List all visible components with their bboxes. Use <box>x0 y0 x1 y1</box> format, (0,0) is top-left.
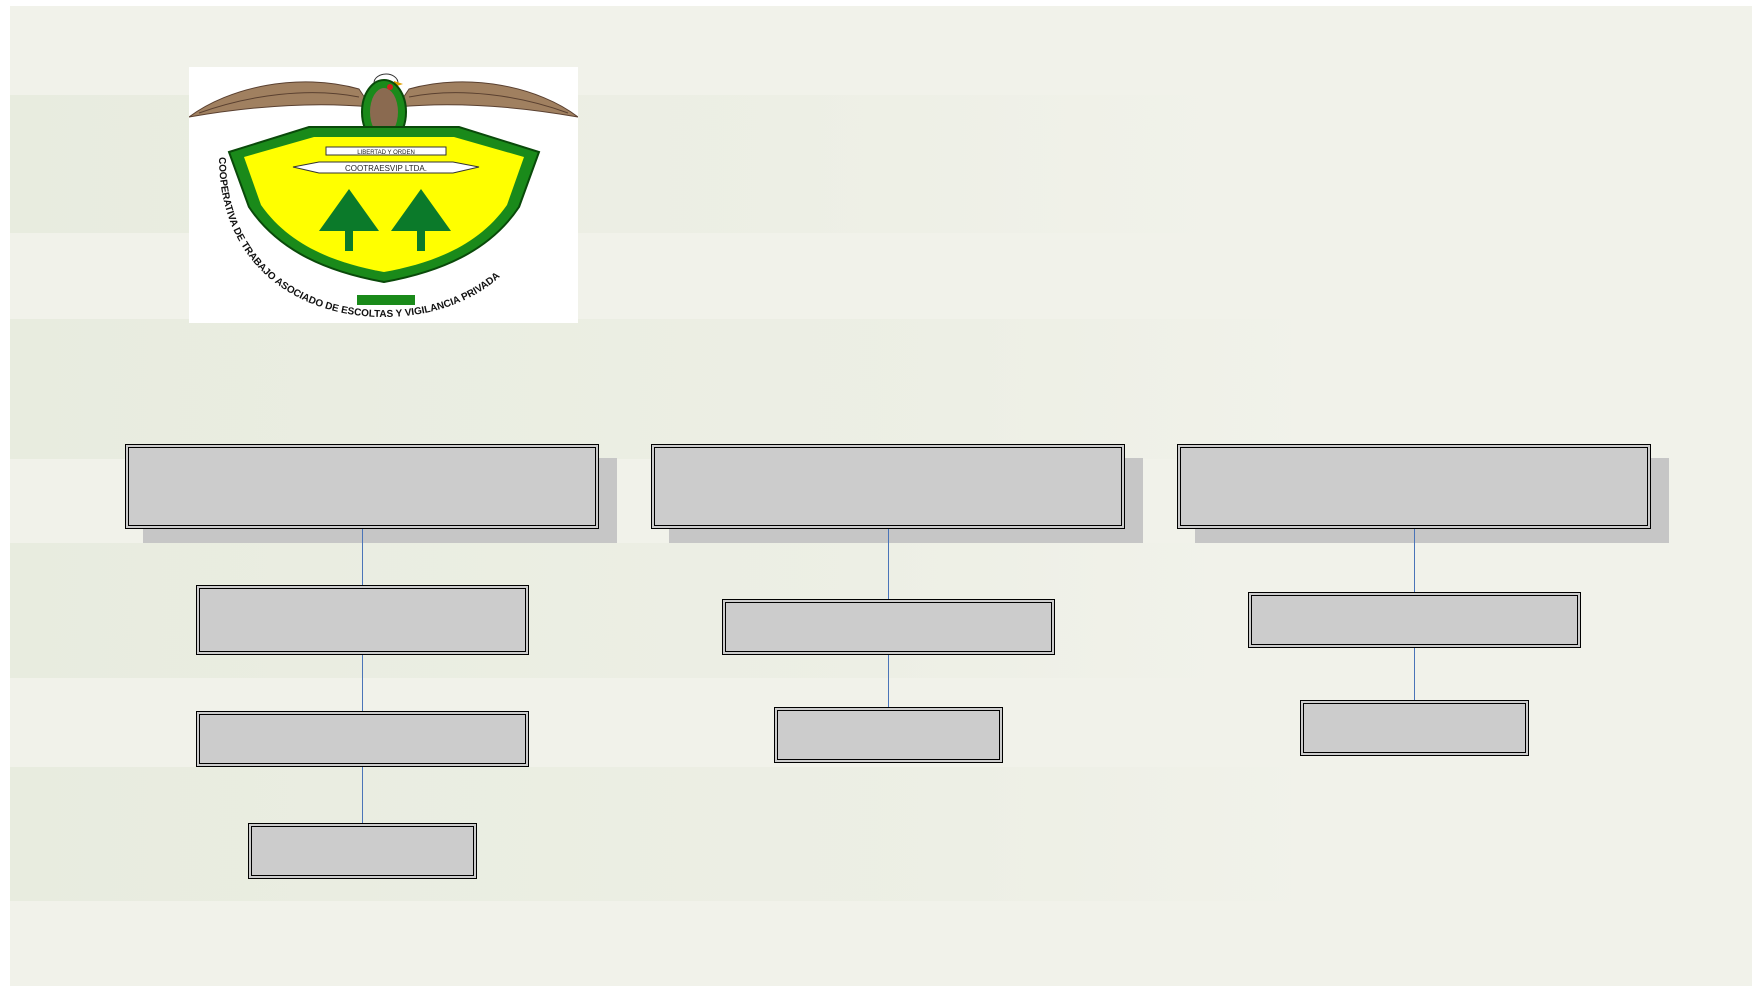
org-box-col2-level1 <box>651 444 1125 529</box>
org-box-col2-level2 <box>722 599 1055 655</box>
connector-line <box>362 655 363 711</box>
connector-line <box>888 529 889 599</box>
connector-line <box>888 655 889 707</box>
connector-line <box>1414 648 1415 700</box>
connector-line <box>1414 529 1415 592</box>
logo-motto: LIBERTAD Y ORDEN <box>357 150 415 156</box>
cooperative-logo: LIBERTAD Y ORDEN COOTRAESVIP LTDA. COOPE… <box>189 67 578 323</box>
org-box-col3-level2 <box>1248 592 1581 648</box>
connector-line <box>362 529 363 585</box>
org-box-col1-level2 <box>196 585 529 655</box>
org-box-col3-level3 <box>1300 700 1529 756</box>
logo-banner: COOTRAESVIP LTDA. <box>345 164 427 173</box>
org-box-col1-level3 <box>196 711 529 767</box>
org-box-col1-level1 <box>125 444 599 529</box>
org-box-col1-level4 <box>248 823 477 879</box>
org-box-col3-level1 <box>1177 444 1651 529</box>
connector-line <box>362 767 363 823</box>
org-box-col2-level3 <box>774 707 1003 763</box>
background-band <box>10 319 1752 459</box>
